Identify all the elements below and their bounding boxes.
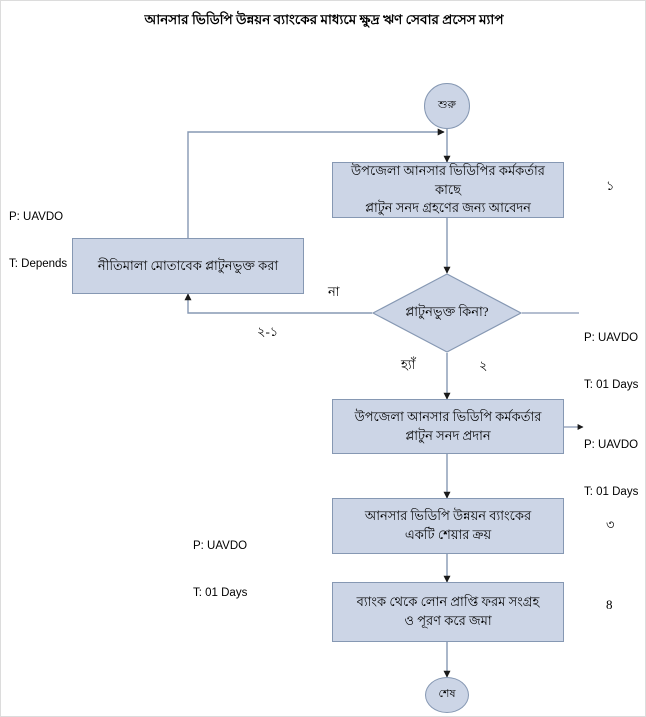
page-title: আনসার ভিডিপি উন্নয়ন ব্যাংকের মাধ্যমে ক্… <box>144 12 504 27</box>
node-share-line2: একটি শেয়ার ক্রয় <box>404 527 492 542</box>
edge-label-yes: হ্যাঁ <box>401 356 415 377</box>
step-number-apply: ১ <box>606 177 614 198</box>
step-number-certificate: ২ <box>479 357 487 378</box>
annotation-decision-right: P: UAVDO T: 01 Days <box>584 300 638 424</box>
step-number-certificate-text: ২ <box>479 358 488 373</box>
edge-label-loop-back-text: ২-১ <box>257 324 279 339</box>
node-share-line1: আনসার ভিডিপি উন্নয়ন ব্যাংকের <box>364 508 532 524</box>
node-certificate[interactable]: উপজেলা আনসার ভিডিপি কর্মকর্তার প্লাটুন স… <box>332 399 564 454</box>
connector-decision-no-to-enroll <box>184 293 372 314</box>
annotation-apply-left-person: P: UAVDO <box>9 211 64 224</box>
annotation-share-left: P: UAVDO T: 01 Days <box>193 508 247 632</box>
node-loanform[interactable]: ব্যাংক থেকে লোন প্রাপ্তি ফরম সংগ্রহ ও পূ… <box>332 582 564 642</box>
edge-label-yes-text: হ্যাঁ <box>401 357 416 372</box>
node-certificate-text: উপজেলা আনসার ভিডিপি কর্মকর্তার প্লাটুন স… <box>339 408 557 446</box>
step-number-loanform: 8 <box>606 597 613 613</box>
decision-diamond-shape <box>372 273 522 353</box>
node-decision[interactable]: প্লাটুনভুক্ত কিনা? <box>372 273 522 353</box>
annotation-decision-right-time: T: 01 Days <box>584 378 639 391</box>
node-apply-text: উপজেলা আনসার ভিডিপির কর্মকর্তার কাছে প্ল… <box>339 162 557 219</box>
annotation-certificate-right: P: UAVDO T: 01 Days <box>584 407 638 531</box>
node-share[interactable]: আনসার ভিডিপি উন্নয়ন ব্যাংকের একটি শেয়া… <box>332 498 564 554</box>
annotation-apply-left: P: UAVDO T: Depends <box>9 179 67 303</box>
annotation-certificate-right-time: T: 01 Days <box>584 485 639 498</box>
edge-label-loop-back: ২-১ <box>257 323 278 344</box>
node-end-label: শেষ <box>438 688 456 701</box>
node-certificate-line2: প্লাটুন সনদ প্রদান <box>405 427 491 443</box>
node-share-text: আনসার ভিডিপি উন্নয়ন ব্যাংকের একটি শেয়া… <box>339 507 557 545</box>
node-loanform-text: ব্যাংক থেকে লোন প্রাপ্তি ফরম সংগ্রহ ও পূ… <box>339 593 557 631</box>
node-apply-line2: প্লাটুন সনদ গ্রহণের জন্য আবেদন <box>365 200 531 216</box>
node-loanform-line2: ও পূরণ করে জমা <box>404 613 492 628</box>
node-end[interactable]: শেষ <box>425 677 469 713</box>
node-certificate-line1: উপজেলা আনসার ভিডিপি কর্মকর্তার <box>354 408 542 424</box>
node-start[interactable]: শুরু <box>424 83 470 129</box>
edge-label-no-text: না <box>328 284 340 299</box>
annotation-share-left-person: P: UAVDO <box>193 540 248 553</box>
step-number-share-text: ৩ <box>606 517 615 532</box>
node-enroll-line1: নীতিমালা মোতাবেক প্লাটুনভুক্ত করা <box>97 257 279 273</box>
step-number-loanform-text: 8 <box>606 597 613 612</box>
edge-label-no: না <box>328 283 340 304</box>
node-enroll[interactable]: নীতিমালা মোতাবেক প্লাটুনভুক্ত করা <box>72 238 304 294</box>
node-apply[interactable]: উপজেলা আনসার ভিডিপির কর্মকর্তার কাছে প্ল… <box>332 162 564 218</box>
step-number-share: ৩ <box>606 516 614 537</box>
annotation-decision-right-person: P: UAVDO <box>584 332 639 345</box>
annotation-share-left-time: T: 01 Days <box>193 586 248 599</box>
node-apply-line1: উপজেলা আনসার ভিডিপির কর্মকর্তার কাছে <box>351 162 545 197</box>
node-start-label: শুরু <box>438 99 456 112</box>
annotation-certificate-right-person: P: UAVDO <box>584 439 639 452</box>
step-number-apply-text: ১ <box>606 178 615 193</box>
annotation-apply-left-time: T: Depends <box>9 257 68 270</box>
node-loanform-line1: ব্যাংক থেকে লোন প্রাপ্তি ফরম সংগ্রহ <box>356 594 540 610</box>
